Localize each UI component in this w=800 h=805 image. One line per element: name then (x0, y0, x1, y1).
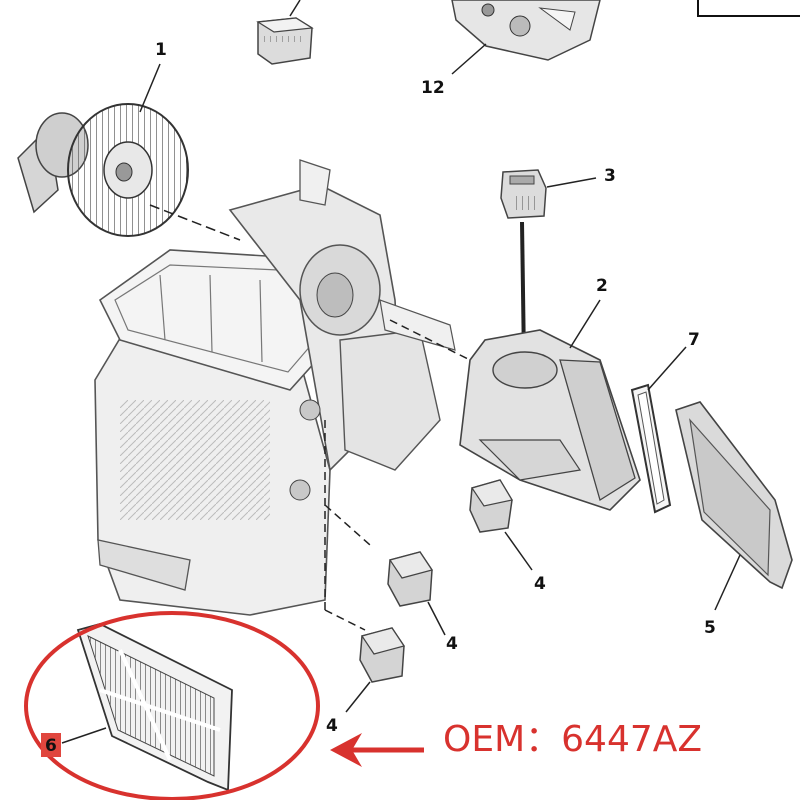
callout-3: 3 (604, 166, 616, 186)
callout-4-middle: 4 (446, 634, 458, 654)
blend-door-actuator-part-middle (387, 551, 446, 636)
seal-ring-part (630, 346, 687, 514)
air-duct-part (459, 299, 641, 511)
cabin-air-filter-part (61, 623, 233, 792)
highlight-ellipse (24, 611, 320, 801)
control-unit-part (451, 0, 601, 75)
oem-part-number: OEM：6447AZ (443, 719, 703, 760)
duct-flap-part (675, 401, 793, 611)
blend-door-actuator-part-upper (469, 479, 533, 571)
callout-2: 2 (596, 276, 608, 296)
corner-frame (697, 0, 800, 17)
temperature-sensor-part (500, 169, 597, 361)
callout-12: 12 (421, 78, 445, 98)
callout-5: 5 (704, 618, 716, 638)
callout-1: 1 (155, 40, 167, 60)
callout-4-upper: 4 (534, 574, 546, 594)
callout-6: 6 (45, 736, 57, 756)
heater-housing-part (94, 159, 456, 616)
highlight-arrow (330, 733, 424, 767)
callout-6-badge: 6 (41, 733, 61, 757)
callout-4-lower: 4 (326, 716, 338, 736)
resistor-module-part (256, 0, 314, 65)
blower-fan-part (17, 63, 189, 237)
blend-door-actuator-part-lower (345, 627, 405, 713)
callout-7: 7 (688, 330, 700, 350)
